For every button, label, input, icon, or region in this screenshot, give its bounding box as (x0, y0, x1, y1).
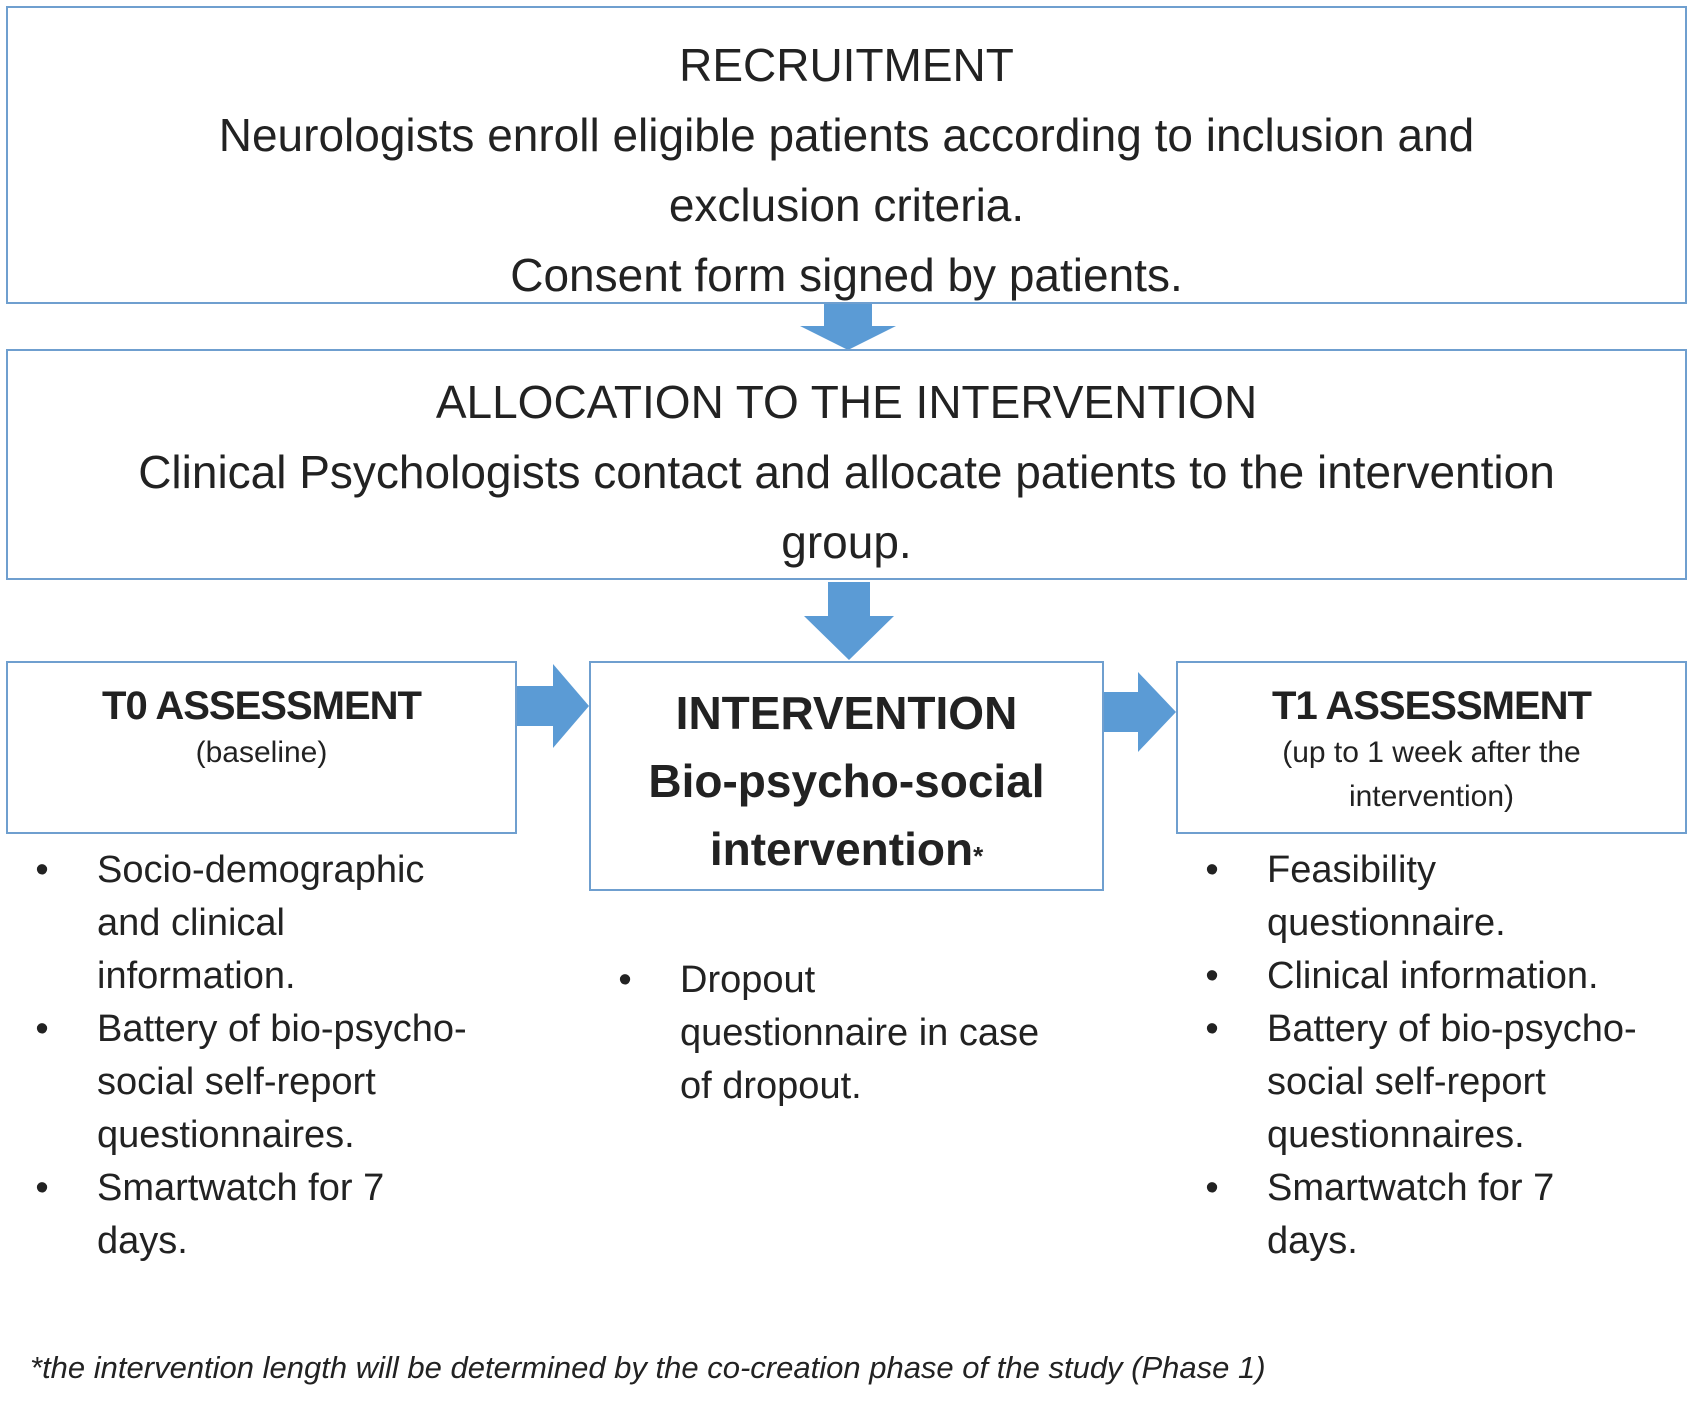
list-item-line: Smartwatch for 7 (97, 1167, 385, 1209)
right-arrow-shape (517, 664, 589, 748)
allocation-title: ALLOCATION TO THE INTERVENTION (435, 376, 1258, 428)
t1-assessment-subtitle-line-1: (up to 1 week after the (1282, 736, 1581, 769)
allocation-text-line-1: Clinical Psychologists contact and alloc… (138, 446, 1555, 498)
list-item: • Clinical information. (1197, 950, 1687, 1003)
allocation-text-line-2: group. (781, 516, 912, 568)
down-arrow-shape (804, 582, 894, 660)
list-item-line: days. (1267, 1220, 1358, 1262)
list-item: • Feasibility questionnaire. (1197, 844, 1687, 950)
t1-assessment-subtitle-line-2: intervention) (1348, 780, 1515, 813)
list-item: • Smartwatch for 7 days. (27, 1162, 507, 1268)
list-item: • Battery of bio-psycho- social self-rep… (27, 1003, 507, 1162)
right-arrow-intervention-to-t1 (1104, 672, 1176, 752)
list-item-line: information. (97, 955, 296, 997)
list-item-line: Battery of bio-psycho- (97, 1008, 467, 1050)
t1-measures-list: • Feasibility questionnaire. • Clinical … (1197, 844, 1687, 1268)
list-item-line: days. (97, 1220, 188, 1262)
list-item: • Socio-demographic and clinical informa… (27, 844, 507, 1003)
list-item-line: social self-report (97, 1061, 376, 1103)
list-item-line: Feasibility (1267, 849, 1436, 891)
bullet: • (1205, 1008, 1219, 1050)
list-item-line: Smartwatch for 7 (1267, 1167, 1555, 1209)
list-item-line: social self-report (1267, 1061, 1546, 1103)
bullet: • (1205, 955, 1219, 997)
t1-assessment-box: T1 ASSESSMENT (up to 1 week after the in… (1176, 661, 1687, 834)
list-item: • Smartwatch for 7 days. (1197, 1162, 1687, 1268)
list-item-line: questionnaires. (97, 1114, 355, 1156)
recruitment-title: RECRUITMENT (679, 39, 1014, 91)
list-item-line: Socio-demographic (97, 849, 425, 891)
recruitment-box: RECRUITMENT Neurologists enroll eligible… (6, 6, 1687, 304)
list-item: • Dropout questionnaire in case of dropo… (610, 954, 1080, 1113)
list-item-line: questionnaires. (1267, 1114, 1525, 1156)
list-item-line: of dropout. (680, 1065, 862, 1107)
list-item-line: questionnaire in case (680, 1012, 1040, 1054)
t0-assessment-title: T0 ASSESSMENT (102, 684, 422, 728)
intervention-asterisk: * (973, 841, 984, 871)
recruitment-text-line-1: Neurologists enroll eligible patients ac… (218, 109, 1475, 161)
t1-assessment-title: T1 ASSESSMENT (1272, 684, 1592, 728)
t0-assessment-box: T0 ASSESSMENT (baseline) (6, 661, 517, 834)
footnote: *the intervention length will be determi… (30, 1350, 1266, 1385)
right-arrow-shape (1104, 672, 1176, 752)
t0-assessment-subtitle: (baseline) (195, 736, 328, 769)
bullet: • (35, 1167, 49, 1209)
bullet: • (1205, 1167, 1219, 1209)
down-arrow-allocation-to-intervention (804, 582, 894, 660)
list-item-line: Clinical information. (1267, 955, 1599, 997)
down-arrow-shape (800, 304, 896, 350)
recruitment-text-line-2: exclusion criteria. (668, 179, 1025, 231)
down-arrow-recruitment-to-allocation (800, 304, 896, 350)
bullet: • (618, 959, 632, 1001)
list-item-line: questionnaire. (1267, 902, 1506, 944)
right-arrow-t0-to-intervention (517, 664, 589, 748)
allocation-box: ALLOCATION TO THE INTERVENTION Clinical … (6, 349, 1687, 580)
intervention-measures-list: • Dropout questionnaire in case of dropo… (610, 954, 1080, 1113)
intervention-subtitle-line-2: intervention (709, 823, 974, 875)
t0-measures-list: • Socio-demographic and clinical informa… (27, 844, 507, 1268)
list-item-line: Battery of bio-psycho- (1267, 1008, 1637, 1050)
intervention-title: INTERVENTION (675, 687, 1018, 739)
intervention-subtitle-line-2-wrap: intervention* (591, 815, 1102, 890)
intervention-box: INTERVENTION Bio-psycho-social intervent… (589, 661, 1104, 891)
list-item-line: and clinical (97, 902, 285, 944)
bullet: • (35, 1008, 49, 1050)
list-item-line: Dropout (680, 959, 816, 1001)
bullet: • (1205, 849, 1219, 891)
intervention-subtitle-line-1: Bio-psycho-social (648, 755, 1045, 807)
recruitment-text-line-3: Consent form signed by patients. (510, 249, 1183, 301)
list-item: • Battery of bio-psycho- social self-rep… (1197, 1003, 1687, 1162)
bullet: • (35, 849, 49, 891)
